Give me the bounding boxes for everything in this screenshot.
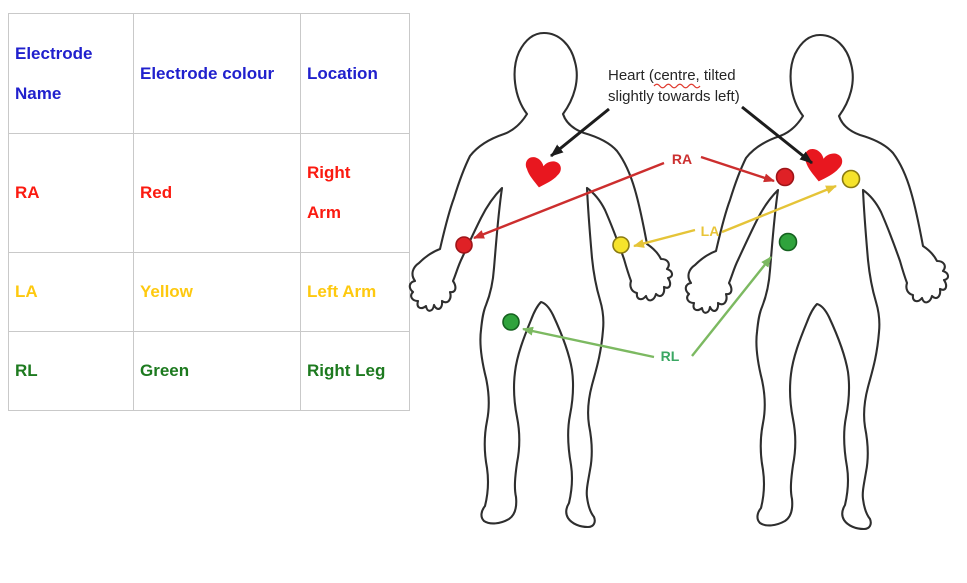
header-cell-electrode-name: Electrode Name [8, 13, 134, 134]
header-line: Electrode [15, 43, 93, 63]
table-row-rl: RL Green Right Leg [8, 331, 410, 411]
table-header-row: Electrode Name Electrode colour Location [8, 13, 410, 134]
cell-rl-name: RL [8, 331, 134, 411]
electrode-dot-yellow-left-figure-left-arm [612, 236, 630, 254]
heart-annotation-line2: slightly towards left) [608, 88, 740, 105]
cell-rl-location: Right Leg [300, 331, 410, 411]
electrode-dot-yellow-right-figure-chest [841, 169, 861, 189]
heart-annotation-line1: Heart (centre, tilted [608, 67, 736, 84]
cell-ra-name: RA [8, 133, 134, 253]
arrow-annotation-to-left-heart [550, 107, 610, 158]
cell-la-location: Left Arm [300, 252, 410, 332]
arrow-rl-to-left-figure-hip [522, 326, 655, 359]
electrode-table: Electrode Name Electrode colour Location… [8, 13, 410, 411]
cell-ra-location: Right Arm [300, 133, 410, 253]
arrow-rl-to-right-figure-abdomen [691, 256, 772, 357]
electrode-dot-red-right-figure-chest [775, 167, 795, 187]
cell-rl-colour: Green [133, 331, 301, 411]
label-rl: RL [661, 348, 680, 364]
electrode-dot-green-right-figure-abdomen [778, 232, 798, 252]
cell-la-colour: Yellow [133, 252, 301, 332]
arrow-ra-to-right-figure-chest [700, 155, 775, 183]
body-outline-left-figure [408, 31, 674, 529]
arrow-la-to-left-figure-wrist [633, 228, 696, 248]
arrow-ra-to-left-figure-wrist [473, 161, 665, 240]
cell-ra-colour: Red [133, 133, 301, 253]
header-line: Name [15, 83, 62, 103]
electrode-dot-green-left-figure-right-leg [502, 313, 520, 331]
arrow-la-to-right-figure-chest [721, 184, 837, 234]
label-ra: RA [672, 151, 692, 167]
cell-la-name: LA [8, 252, 134, 332]
electrode-dot-red-left-figure-right-arm [455, 236, 473, 254]
table-row-la: LA Yellow Left Arm [8, 252, 410, 332]
spellcheck-squiggle [653, 83, 701, 89]
label-la: LA [701, 223, 720, 239]
arrow-annotation-to-right-heart [741, 105, 813, 165]
table-row-ra: RA Red Right Arm [8, 133, 410, 253]
body-outline-right-figure [684, 33, 950, 531]
